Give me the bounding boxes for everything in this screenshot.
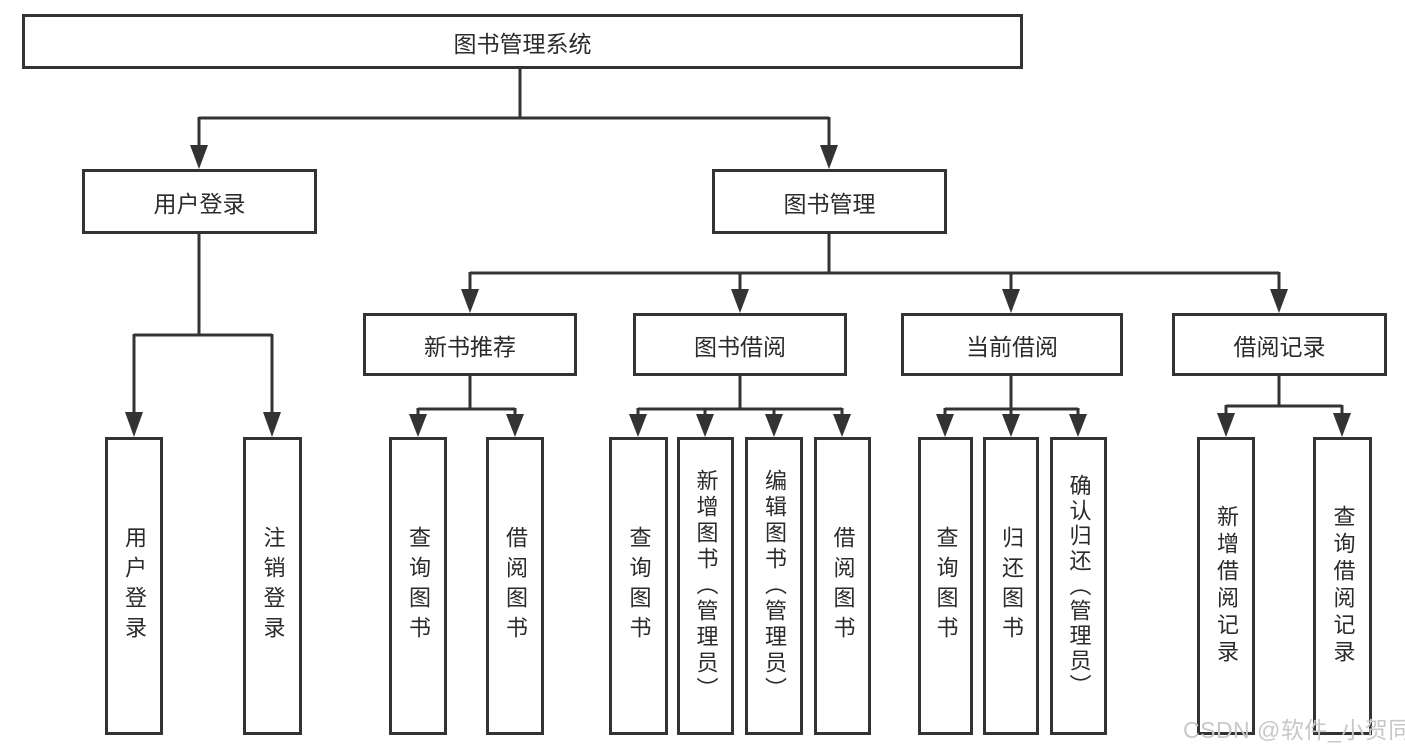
- leaf-br-query-borrow-record: 查询借阅记录: [1313, 437, 1372, 735]
- node-book-borrowing: 图书借阅: [633, 313, 847, 376]
- leaf-nb-borrow-books: 借阅图书: [486, 437, 544, 735]
- leaf-user-login: 用户登录: [105, 437, 163, 735]
- leaf-bb-borrow-books: 借阅图书: [814, 437, 871, 735]
- node-new-book-recommendation: 新书推荐: [363, 313, 577, 376]
- arrowheads: [125, 145, 1351, 437]
- csdn-watermark: CSDN @软件_小贺同学: [1183, 717, 1405, 743]
- leaf-br-add-borrow-record: 新增借阅记录: [1197, 437, 1255, 735]
- node-book-management: 图书管理: [712, 169, 947, 234]
- leaf-nb-query-books: 查询图书: [389, 437, 447, 735]
- node-user-login: 用户登录: [82, 169, 317, 234]
- leaf-cb-confirm-return-admin: 确认归还（管理员）: [1050, 437, 1107, 735]
- leaf-bb-add-books-admin: 新增图书（管理员）: [677, 437, 734, 735]
- node-borrowing-records: 借阅记录: [1172, 313, 1387, 376]
- leaf-logout: 注销登录: [243, 437, 302, 735]
- leaf-bb-edit-books-admin: 编辑图书（管理员）: [745, 437, 803, 735]
- node-current-borrowing: 当前借阅: [901, 313, 1123, 376]
- leaf-cb-return-books: 归还图书: [983, 437, 1039, 735]
- leaf-cb-query-books: 查询图书: [918, 437, 973, 735]
- leaf-bb-query-books: 查询图书: [609, 437, 668, 735]
- node-library-management-system: 图书管理系统: [22, 14, 1023, 69]
